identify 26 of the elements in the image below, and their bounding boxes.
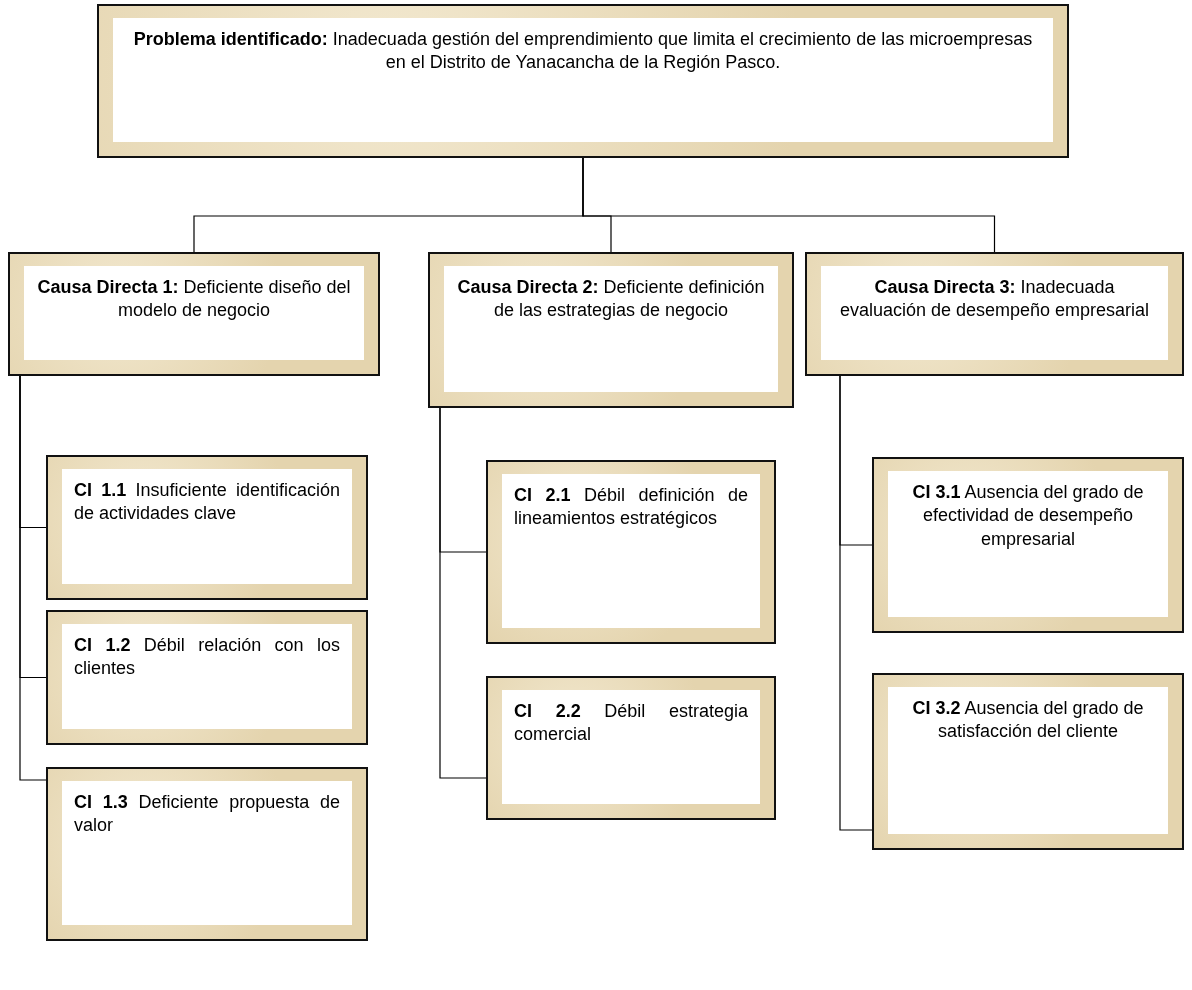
cause-box [46,767,368,941]
connector-line [439,407,487,779]
box-text: CI 1.3 Deficiente propuesta de valor [74,791,340,838]
connector-line [839,375,873,831]
cause-box [486,460,776,644]
cause-box [486,676,776,820]
box-text: CI 2.1 Débil definición de lineamientos estratégicos [514,484,748,531]
cause-box [428,252,794,408]
box-text: Causa Directa 2: Deficiente definición de las estrategias de negocio [456,276,766,323]
box-text: Causa Directa 1: Deficiente diseño del modelo de negocio [36,276,352,323]
box-text: CI 1.2 Débil relación con los clientes [74,634,340,681]
cause-box [97,4,1069,158]
cause-box [46,610,368,745]
box-text: CI 3.2 Ausencia del grado de satisfacción del cliente [911,697,1145,744]
cause-box [872,457,1184,633]
box-text: CI 2.2 Débil estrategia comercial [514,700,748,747]
cause-box [46,455,368,600]
cause-box [872,673,1184,850]
box-text: Causa Directa 3: Inadecuada evaluación de desempeño empresarial [838,276,1151,323]
connector-line [582,157,996,253]
cause-box [805,252,1184,376]
box-text: Problema identificado: Inadecuada gestión del emprendimiento que limita el crecimiento de las microempresas en el Distrito de Yanacancha de la Región Pasco. [132,28,1034,75]
connector-line [19,375,47,781]
box-text: CI 3.1 Ausencia del grado de efectividad de desempeño empresarial [911,481,1145,551]
cause-box [8,252,380,376]
box-text: CI 1.1 Insuficiente identificación de actividades clave [74,479,340,526]
